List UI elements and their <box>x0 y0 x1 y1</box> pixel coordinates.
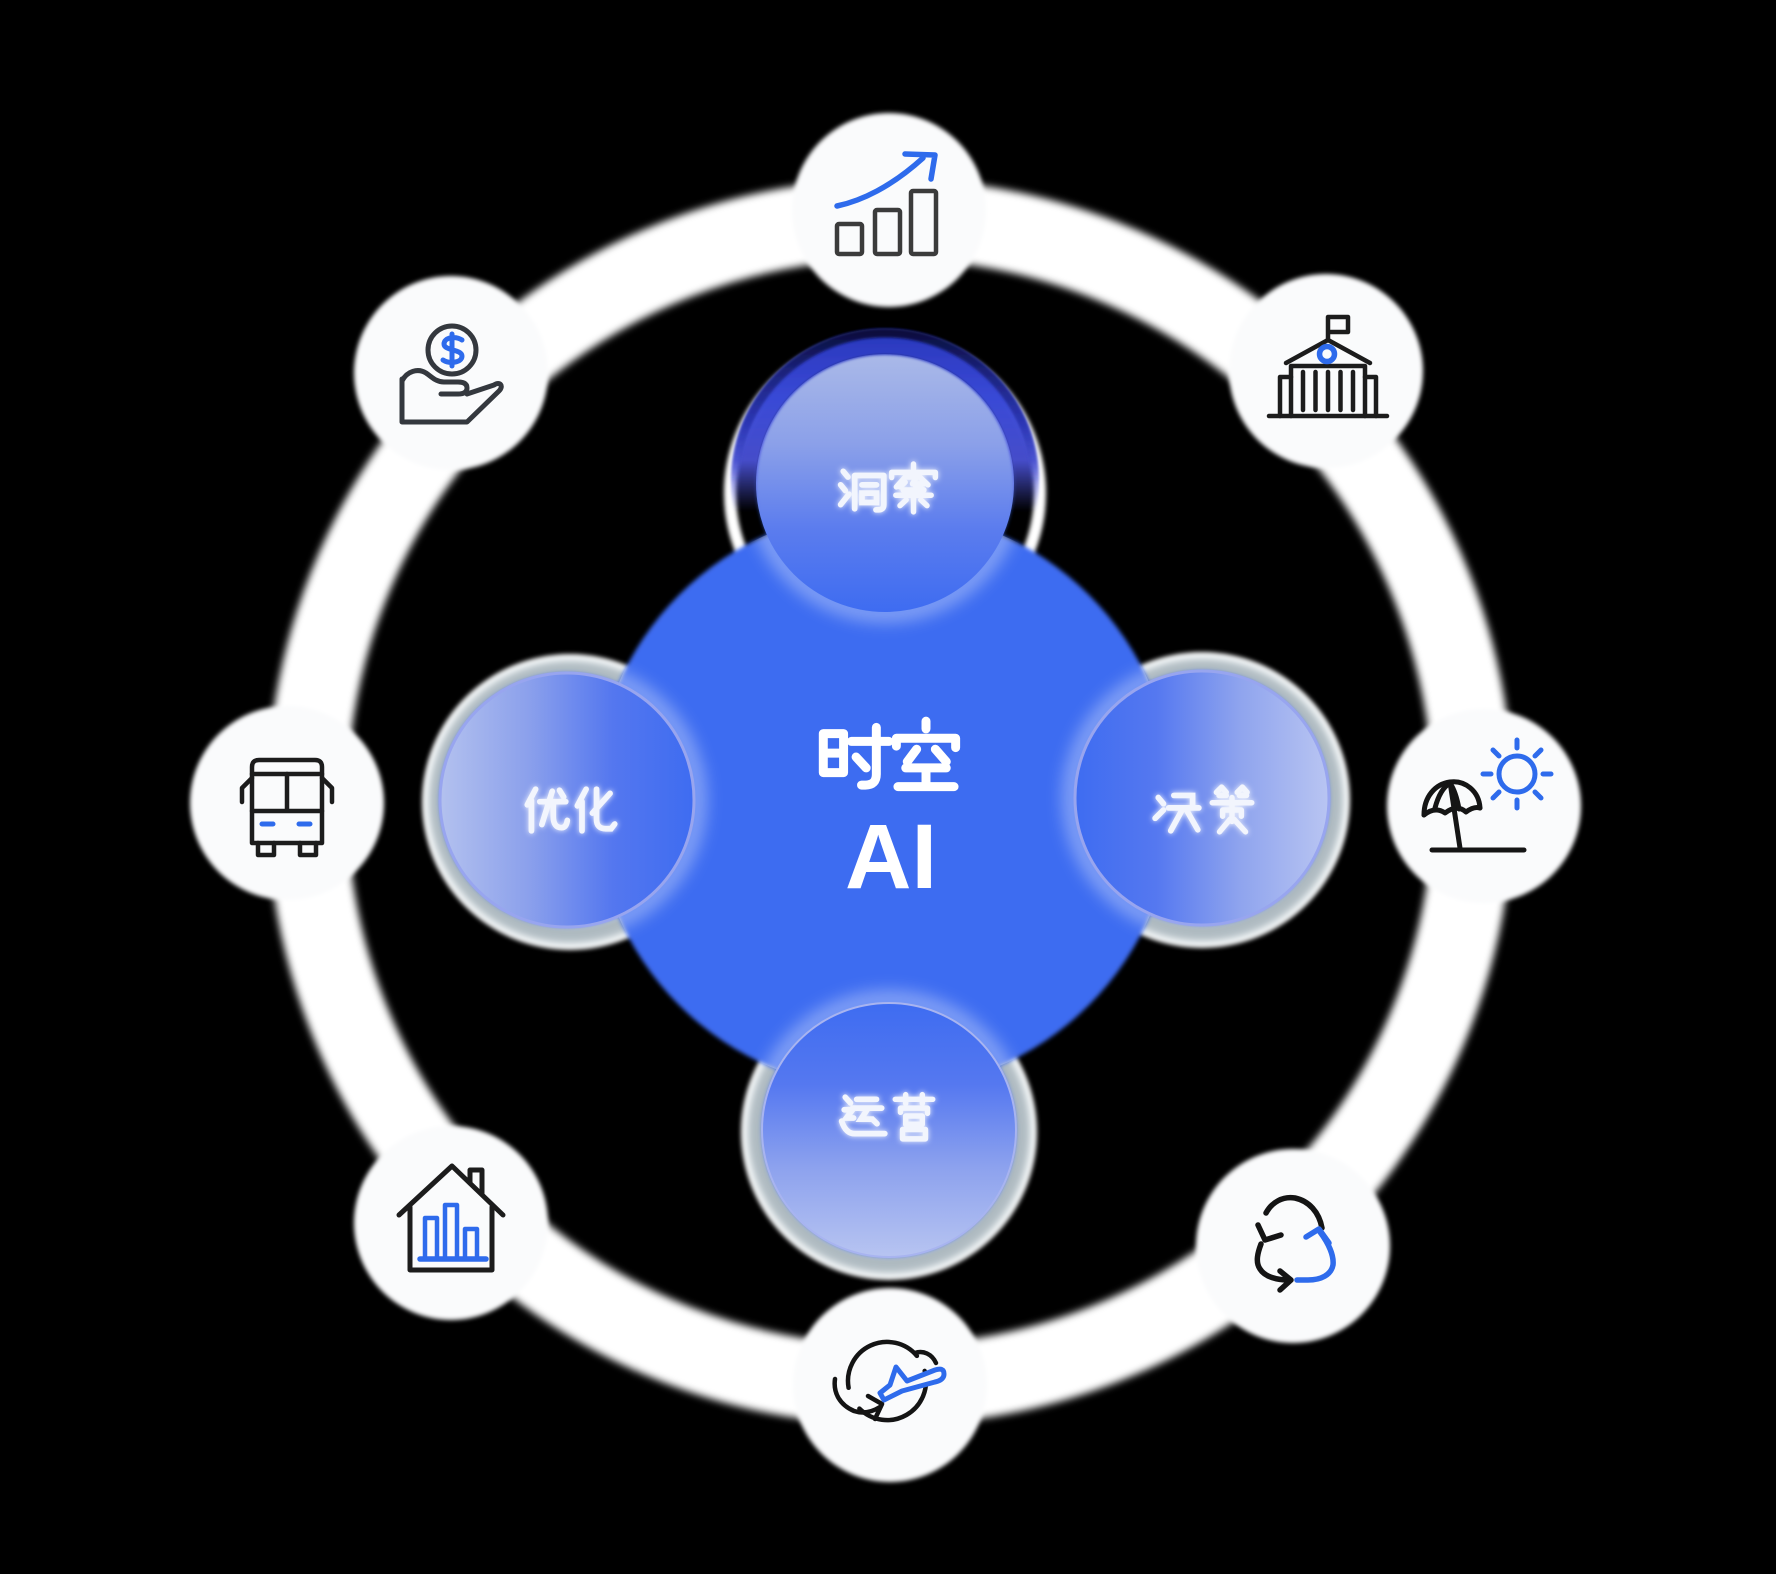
svg-text:AI: AI <box>845 806 937 908</box>
